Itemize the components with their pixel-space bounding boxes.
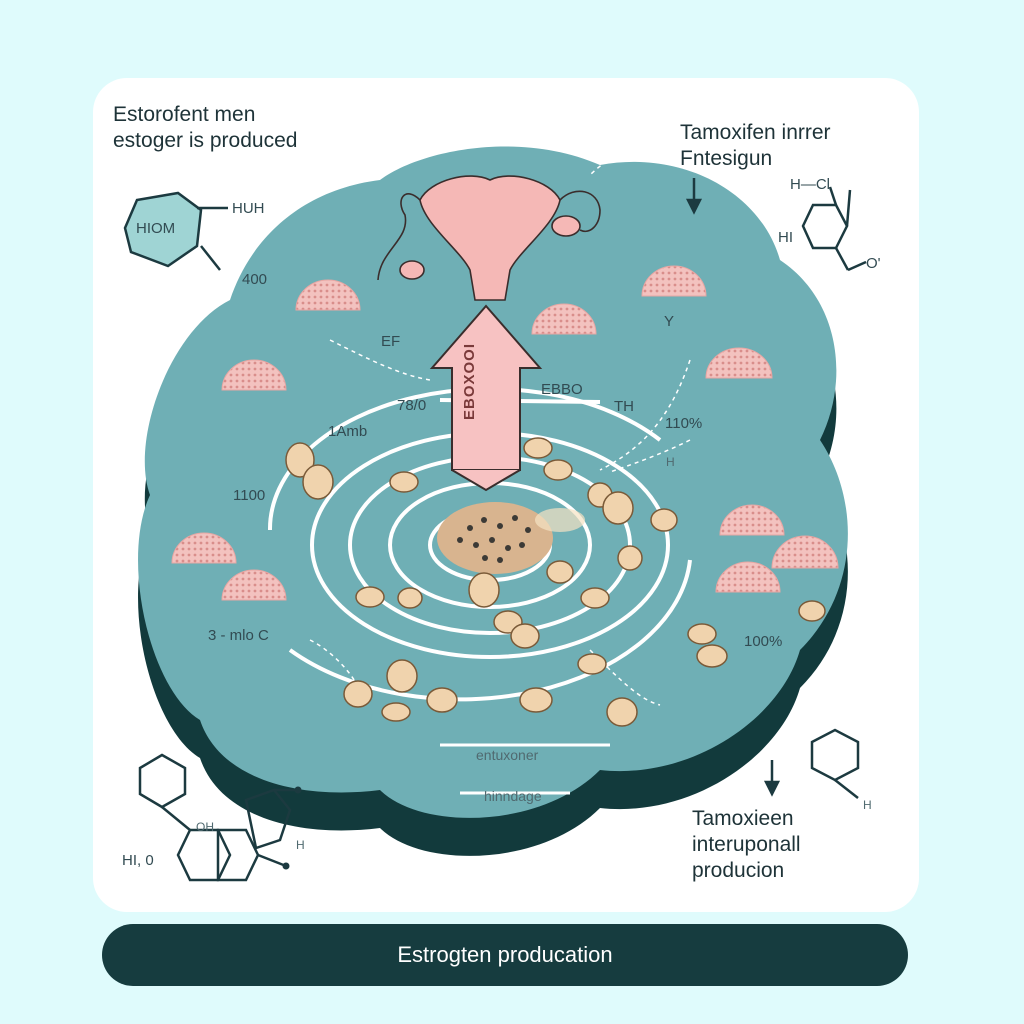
caption-bottom-right-line2: interuponall (692, 833, 801, 856)
cell-icon (617, 545, 643, 571)
footer-banner: Estrogten producation (102, 924, 908, 986)
cells (285, 437, 826, 727)
dashed-arrows (309, 139, 691, 706)
cell-icon (798, 600, 826, 622)
central-cluster (437, 502, 585, 574)
up-arrow (429, 304, 543, 492)
value-y: Y (664, 313, 675, 330)
cell-icon (577, 653, 607, 675)
hexagon-icon (123, 191, 228, 271)
down-arrow-icon (763, 760, 781, 797)
underline-marks (440, 743, 610, 795)
follicle-icon (295, 279, 361, 311)
caption-top-left-line1: Estorofent men (113, 103, 256, 126)
value-ef: EF (381, 333, 401, 350)
cell-icon (381, 702, 411, 722)
follicle-icon (171, 532, 237, 564)
value-78: 78/0 (397, 397, 427, 414)
value-th: TH (614, 398, 634, 415)
molecule-icon (810, 728, 860, 799)
cell-icon (285, 442, 315, 478)
value-1100: 1100 (233, 487, 266, 504)
caption-top-left-line2: estoger is produced (113, 129, 298, 152)
cell-icon (606, 697, 638, 727)
cell-icon (302, 464, 334, 500)
follicle-icon (705, 347, 773, 379)
footer-title: Estrogten producation (397, 942, 613, 967)
hex-side-label: HUH (232, 200, 265, 217)
follicle-icon (719, 504, 785, 536)
cell-icon (426, 687, 458, 713)
mol-hi-label: HI (778, 229, 793, 246)
mol-o-label: O' (866, 255, 881, 272)
cell-icon (343, 680, 373, 708)
cell-icon (696, 644, 728, 668)
follicle-icon (221, 359, 287, 391)
caption-bottom-right-line1: Tamoxieen (692, 807, 794, 830)
cell-icon (602, 491, 634, 525)
caption-top-right-line1: Tamoxifen inrrer (680, 121, 831, 144)
hex-label: HIOM (136, 220, 176, 237)
arrow-label: EBOXOOI (461, 342, 478, 420)
mol-h2-label: H (863, 798, 872, 812)
follicles (171, 265, 839, 601)
cell-icon (468, 572, 500, 608)
caption-top-right-line2: Fntesigun (680, 147, 773, 170)
cell-icon (687, 623, 717, 645)
cell-icon (546, 560, 574, 584)
caption-bottom-right-line3: producion (692, 859, 785, 882)
mol-h-label: H (296, 838, 305, 852)
follicle-icon (531, 303, 597, 335)
molecule-icon (138, 753, 298, 882)
cell-icon (397, 587, 423, 609)
value-110: 110% (665, 415, 703, 432)
follicle-icon (715, 561, 781, 593)
mol-hcl-label: H—Cl (790, 176, 830, 193)
cell-icon (355, 586, 385, 608)
cell-icon (543, 459, 573, 481)
label-entuxoner: entuxoner (476, 747, 539, 763)
follicle-icon (641, 265, 707, 297)
value-400: 400 (242, 271, 268, 288)
value-100: 100% (744, 633, 783, 650)
mol-oh-label: OH (196, 820, 214, 834)
mol-hi0-label: HI, 0 (122, 852, 154, 869)
label-hinndage: hinndage (484, 788, 542, 804)
cell-icon (510, 623, 540, 649)
cell-icon (580, 587, 610, 609)
cell-icon (650, 508, 678, 532)
follicle-icon (221, 569, 287, 601)
cell-icon (386, 659, 418, 693)
molecule-icon (801, 186, 867, 272)
down-arrow-icon (685, 178, 703, 215)
cell-icon (523, 437, 553, 459)
uterus-icon (377, 175, 601, 301)
cell-icon (519, 687, 553, 713)
value-h: H (666, 455, 675, 469)
follicle-icon (771, 535, 839, 569)
cell-icon (389, 471, 419, 493)
value-ebbo: EBBO (541, 381, 583, 398)
value-1amb: 1Amb (328, 423, 368, 440)
value-3mlo: 3 - mlo C (208, 627, 269, 644)
